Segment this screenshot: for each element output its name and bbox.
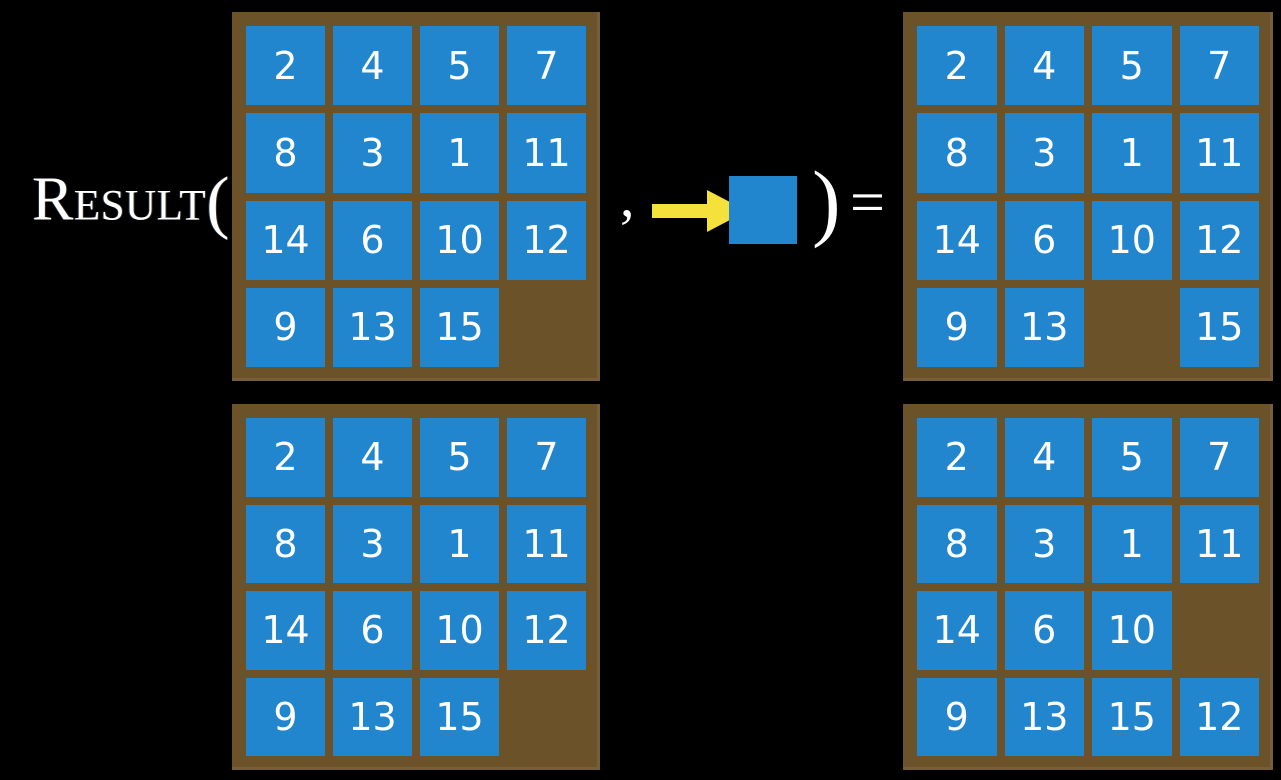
puzzle-tile[interactable]: 9	[917, 677, 997, 756]
puzzle-tile[interactable]: 1	[1092, 504, 1172, 583]
puzzle-tile[interactable]: 9	[246, 677, 325, 756]
puzzle-tile[interactable]: 8	[917, 113, 997, 193]
close-paren-row-1: )	[812, 153, 841, 249]
puzzle-tile[interactable]: 2	[246, 418, 325, 497]
puzzle-tile[interactable]: 2	[246, 26, 325, 106]
puzzle-tile[interactable]: 2	[917, 418, 997, 497]
puzzle-tile[interactable]: 12	[1179, 677, 1259, 756]
puzzle-tile[interactable]: 13	[333, 287, 412, 367]
puzzle-tile[interactable]: 6	[333, 200, 412, 280]
puzzle-tile[interactable]: 4	[333, 418, 412, 497]
puzzle-tile[interactable]: 9	[917, 287, 997, 367]
puzzle-tile[interactable]: 12	[1179, 200, 1259, 280]
result-function-label-row-1: Result(	[32, 168, 230, 237]
puzzle-tile[interactable]: 8	[246, 113, 325, 193]
puzzle-tile[interactable]: 14	[246, 200, 325, 280]
puzzle-tile[interactable]: 8	[917, 504, 997, 583]
puzzle-tile[interactable]: 11	[507, 113, 586, 193]
action-region-row-1: , ) =	[600, 0, 903, 390]
puzzle-tile[interactable]: 11	[1179, 113, 1259, 193]
puzzle-tile[interactable]: 3	[333, 504, 412, 583]
puzzle-tile[interactable]: 13	[1004, 287, 1084, 367]
open-paren-row-1: (	[206, 164, 230, 241]
action-tile-row-1	[729, 176, 797, 244]
blank-tile	[1092, 288, 1172, 367]
puzzle-tile[interactable]: 12	[507, 200, 586, 280]
puzzle-tile[interactable]: 4	[333, 26, 412, 106]
puzzle-tile[interactable]: 6	[333, 591, 412, 670]
puzzle-tile[interactable]: 15	[420, 677, 499, 756]
puzzle-tile[interactable]: 1	[420, 113, 499, 193]
puzzle-tile[interactable]: 7	[1179, 26, 1259, 106]
puzzle-tile[interactable]: 11	[1179, 504, 1259, 583]
puzzle-tile[interactable]: 10	[420, 200, 499, 280]
equals-sign-row-1: =	[850, 169, 885, 237]
result-label-text-row-1: Result	[32, 165, 207, 234]
puzzle-tile[interactable]: 9	[246, 287, 325, 367]
puzzle-tile[interactable]: 3	[1004, 113, 1084, 193]
puzzle-tile[interactable]: 6	[1004, 591, 1084, 670]
puzzle-tile[interactable]: 14	[917, 200, 997, 280]
puzzle-tile[interactable]: 1	[1092, 113, 1172, 193]
puzzle-tile[interactable]: 7	[507, 26, 586, 106]
puzzle-tile[interactable]: 10	[1092, 591, 1172, 670]
puzzle-tile[interactable]: 2	[917, 26, 997, 106]
puzzle-tile[interactable]: 5	[1092, 418, 1172, 497]
puzzle-tile[interactable]: 14	[917, 591, 997, 670]
argument-separator-row-1: ,	[620, 164, 635, 229]
puzzle-tile[interactable]: 15	[1092, 677, 1172, 756]
puzzle-tile[interactable]: 3	[333, 113, 412, 193]
puzzle-tile[interactable]: 5	[420, 418, 499, 497]
puzzle-tile[interactable]: 4	[1004, 418, 1084, 497]
puzzle-tile[interactable]: 10	[1092, 200, 1172, 280]
action-region-row-2: , ) =	[600, 390, 903, 780]
puzzle-tile[interactable]: 3	[1004, 504, 1084, 583]
puzzle-tile[interactable]: 7	[507, 418, 586, 497]
blank-tile	[507, 288, 586, 367]
puzzle-tile[interactable]: 14	[246, 591, 325, 670]
puzzle-tile[interactable]: 8	[246, 504, 325, 583]
puzzle-tile[interactable]: 6	[1004, 200, 1084, 280]
puzzle-tile[interactable]: 13	[333, 677, 412, 756]
puzzle-tile[interactable]: 10	[420, 591, 499, 670]
puzzle-tile[interactable]: 11	[507, 504, 586, 583]
puzzle-tile[interactable]: 13	[1004, 677, 1084, 756]
puzzle-tile[interactable]: 15	[1179, 287, 1259, 367]
puzzle-tile[interactable]: 5	[420, 26, 499, 106]
puzzle-tile[interactable]: 15	[420, 287, 499, 367]
puzzle-tile[interactable]: 7	[1179, 418, 1259, 497]
puzzle-tile[interactable]: 4	[1004, 26, 1084, 106]
puzzle-tile[interactable]: 12	[507, 591, 586, 670]
puzzle-tile[interactable]: 5	[1092, 26, 1172, 106]
arrow-right-icon	[652, 190, 747, 232]
blank-tile	[1180, 591, 1260, 670]
blank-tile	[507, 678, 586, 757]
puzzle-tile[interactable]: 1	[420, 504, 499, 583]
